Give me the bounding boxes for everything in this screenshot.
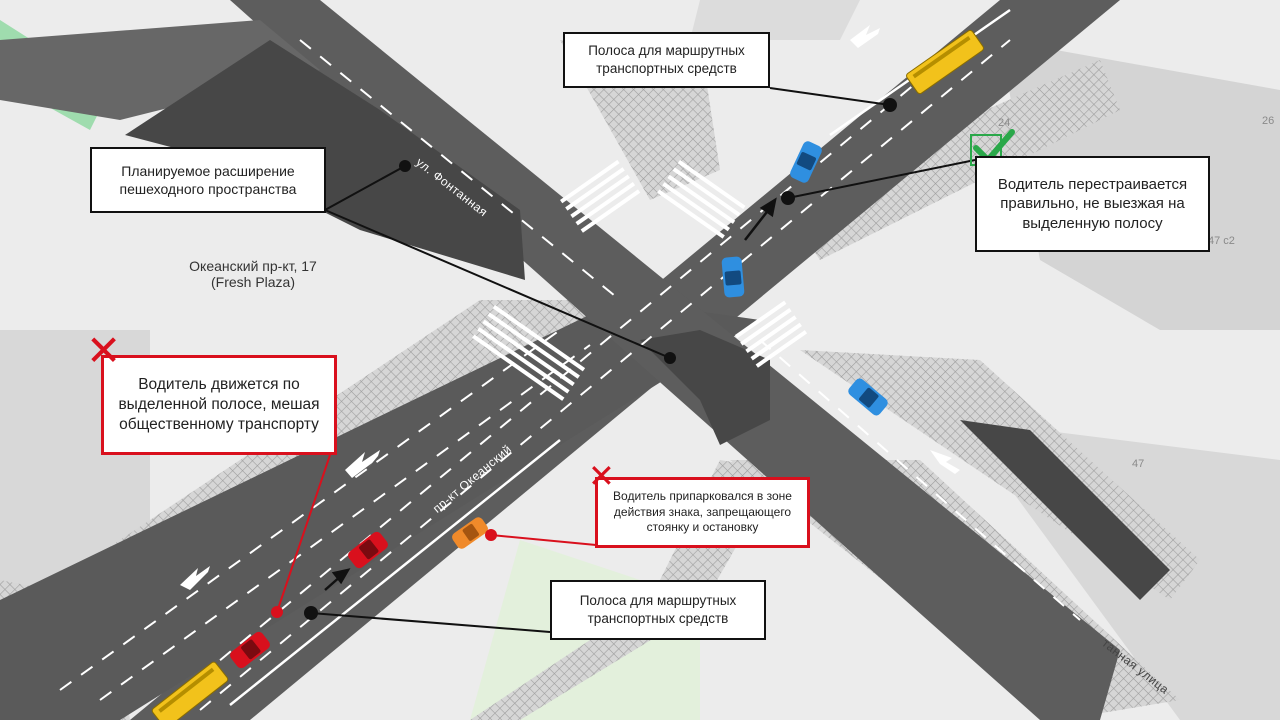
wrong-mark-icon: ✕ [86, 326, 122, 375]
zebra-crossings [472, 159, 808, 401]
wrong-mark-icon-parking: ✕ [588, 457, 615, 495]
building-number-24: 24 [998, 117, 1011, 129]
car-blue-merging [721, 256, 745, 298]
address-line-2: (Fresh Plaza) [210, 274, 296, 290]
car-orange-parked [452, 517, 488, 549]
leader-lines [276, 87, 976, 633]
callout-bus-lane-bottom-text: Полоса для маршрутных транспортных средс… [579, 593, 737, 626]
pedestrian-island-right [960, 420, 1170, 600]
callout-correct-merge: Водитель перестраивается правильно, не в… [975, 156, 1210, 252]
address-line-1: Океанский пр-кт, 17 [189, 258, 317, 274]
callout-correct-merge-text: Водитель перестраивается правильно, не в… [997, 175, 1188, 232]
address-label: Океанский пр-кт, 17 (Fresh Plaza) [178, 258, 328, 290]
car-red-moving [348, 531, 388, 569]
car-blue-right [848, 378, 888, 416]
movement-arrows [324, 197, 777, 591]
car-red-in-bus-lane [230, 631, 270, 669]
callout-wrong-lane: Водитель движется по выделенной полосе, … [101, 355, 337, 455]
car-blue-top [790, 141, 822, 183]
callout-wrong-parking-text: Водитель припарковался в зоне действия з… [613, 489, 792, 535]
building-block-top [690, 0, 860, 40]
callout-bus-lane-top: Полоса для маршрутных транспортных средс… [563, 32, 770, 88]
road-top-left [0, 20, 320, 120]
road-arrows [180, 25, 960, 590]
callout-bus-lane-top-text: Полоса для маршрутных транспортных средс… [588, 43, 745, 76]
leader-dots [271, 98, 897, 620]
callout-wrong-parking: Водитель припарковался в зоне действия з… [595, 477, 810, 548]
callout-pedestrian-expansion: Планируемое расширение пешеходного прост… [90, 147, 326, 213]
callout-bus-lane-bottom: Полоса для маршрутных транспортных средс… [550, 580, 766, 640]
bus-top [906, 29, 984, 95]
building-number-26: 26 [1262, 115, 1275, 127]
building-number-47: 47 [1132, 458, 1145, 470]
building-number-47c2: 47 с2 [1208, 235, 1235, 247]
callout-pedestrian-expansion-text: Планируемое расширение пешеходного прост… [119, 162, 297, 197]
callout-wrong-lane-text: Водитель движется по выделенной полосе, … [118, 375, 320, 434]
